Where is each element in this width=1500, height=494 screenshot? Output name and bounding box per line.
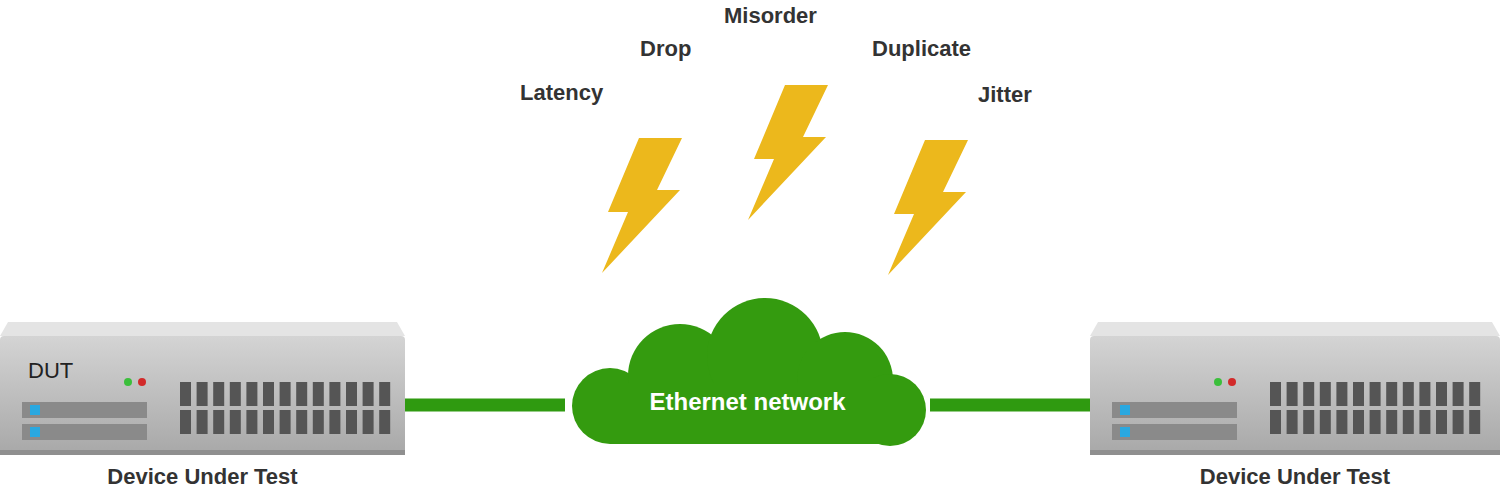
vent-slot bbox=[1270, 382, 1281, 406]
vent-slot bbox=[1436, 410, 1447, 434]
vent-slot bbox=[313, 410, 324, 434]
server-front bbox=[1090, 336, 1500, 454]
vent-slot bbox=[296, 410, 307, 434]
cloud-outline bbox=[565, 298, 930, 448]
impairment-label: Misorder bbox=[724, 3, 817, 29]
vent-slot bbox=[1287, 410, 1298, 434]
vent-slot bbox=[197, 410, 208, 434]
vent-slot bbox=[379, 382, 390, 406]
vent-slot bbox=[1386, 410, 1397, 434]
vent-slot bbox=[296, 382, 307, 406]
vent-slot bbox=[1419, 410, 1430, 434]
vent-slot bbox=[1469, 382, 1480, 406]
vent-slot bbox=[213, 410, 224, 434]
drive-light bbox=[30, 427, 40, 437]
drive-slot bbox=[22, 424, 147, 440]
vent-slot bbox=[329, 382, 340, 406]
impairment-label: Drop bbox=[640, 36, 691, 62]
lightning-bolt bbox=[888, 140, 968, 275]
vent-slot bbox=[1353, 410, 1364, 434]
status-led bbox=[1214, 378, 1222, 386]
vent-slot bbox=[1436, 382, 1447, 406]
drive-light bbox=[30, 405, 40, 415]
vent-slot bbox=[1336, 410, 1347, 434]
vent-slot bbox=[230, 382, 241, 406]
vent-slot bbox=[329, 410, 340, 434]
vent-slot bbox=[1353, 382, 1364, 406]
vent-slot bbox=[363, 410, 374, 434]
server-outline bbox=[0, 322, 405, 457]
lightning-bolt bbox=[602, 138, 682, 273]
network-link bbox=[930, 399, 1090, 412]
vent-slot bbox=[1453, 410, 1464, 434]
drive-slot bbox=[1112, 424, 1237, 440]
vent-slot bbox=[1419, 382, 1430, 406]
server-base bbox=[0, 450, 405, 455]
vent-slot bbox=[1303, 410, 1314, 434]
vent-slot bbox=[1370, 410, 1381, 434]
vent-slot bbox=[346, 410, 357, 434]
vent-slot bbox=[363, 382, 374, 406]
network-link bbox=[405, 399, 565, 412]
drive-slot bbox=[1112, 402, 1237, 418]
drive-light bbox=[1120, 427, 1130, 437]
vent-slot bbox=[1270, 410, 1281, 434]
vent-slot bbox=[346, 382, 357, 406]
vent-slot bbox=[1320, 382, 1331, 406]
server-device: DUT Device Under Test bbox=[0, 322, 405, 492]
vent-slot bbox=[263, 382, 274, 406]
impairment-label: Latency bbox=[520, 80, 603, 106]
device-tag: DUT bbox=[28, 358, 73, 384]
vent-slot bbox=[180, 382, 191, 406]
vent-slot bbox=[1403, 382, 1414, 406]
vent-slot bbox=[230, 410, 241, 434]
device-caption: Device Under Test bbox=[107, 464, 297, 490]
vent-slot bbox=[280, 410, 291, 434]
status-led bbox=[124, 378, 132, 386]
network-cloud: Ethernet network bbox=[565, 298, 930, 448]
vent-slot bbox=[1370, 382, 1381, 406]
server-device: Device Under Test bbox=[1090, 322, 1500, 492]
server-top bbox=[1090, 322, 1500, 336]
vent-slot bbox=[1469, 410, 1480, 434]
vent-slot bbox=[313, 382, 324, 406]
vent-slot bbox=[1320, 410, 1331, 434]
server-front bbox=[0, 336, 405, 454]
cloud-label: Ethernet network bbox=[649, 388, 845, 417]
cloud-body bbox=[610, 383, 890, 444]
status-led bbox=[1228, 378, 1236, 386]
vent-slot bbox=[246, 410, 257, 434]
vent-slot bbox=[280, 382, 291, 406]
server-base bbox=[1090, 450, 1500, 455]
vent-slot bbox=[1287, 382, 1298, 406]
vent-slot bbox=[213, 382, 224, 406]
vent-slot bbox=[1336, 382, 1347, 406]
vent-slot bbox=[1403, 410, 1414, 434]
device-caption: Device Under Test bbox=[1200, 464, 1390, 490]
vent-slot bbox=[1303, 382, 1314, 406]
vent-slot bbox=[197, 382, 208, 406]
server-outline bbox=[1090, 322, 1500, 457]
vent-slot bbox=[263, 410, 274, 434]
vent-slot bbox=[246, 382, 257, 406]
server-top bbox=[0, 322, 405, 336]
status-led bbox=[138, 378, 146, 386]
vent-slot bbox=[1453, 382, 1464, 406]
vent-slot bbox=[379, 410, 390, 434]
vent-slot bbox=[1386, 382, 1397, 406]
impairment-label: Duplicate bbox=[872, 36, 971, 62]
drive-light bbox=[1120, 405, 1130, 415]
impairment-label: Jitter bbox=[978, 82, 1032, 108]
lightning-bolt bbox=[748, 85, 828, 220]
drive-slot bbox=[22, 402, 147, 418]
vent-slot bbox=[180, 410, 191, 434]
